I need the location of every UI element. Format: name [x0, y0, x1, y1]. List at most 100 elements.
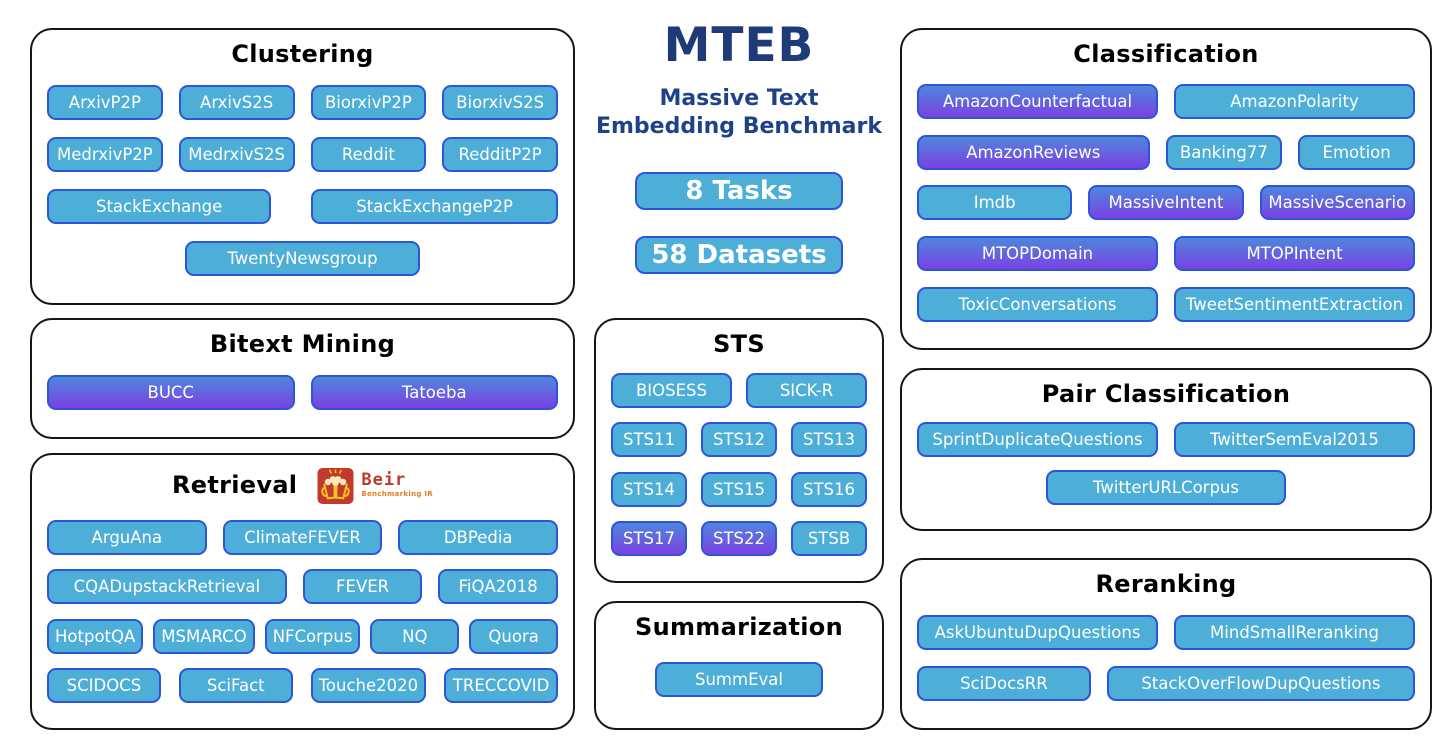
dataset-pill-treccovid: TRECCOVID	[444, 668, 558, 704]
dataset-pill-fiqa2018: FiQA2018	[438, 569, 558, 605]
dataset-pill-sts13: STS13	[791, 422, 867, 458]
pill-row: ArguAna ClimateFEVER DBPedia	[47, 519, 559, 555]
summarization-pills: SummEval	[611, 641, 867, 718]
pill-row: Imdb MassiveIntent MassiveScenario	[917, 185, 1415, 221]
dataset-pill-sts22: STS22	[701, 521, 777, 557]
dataset-pill-scifact: SciFact	[178, 668, 293, 704]
dataset-pill-scidocsrr: SciDocsRR	[917, 666, 1091, 702]
dataset-pill-touche2020: Touche2020	[310, 668, 427, 704]
sts-title: STS	[713, 330, 765, 358]
dataset-pill-biorxivp2p: BiorxivP2P	[310, 85, 427, 120]
dataset-pill-mindsmallreranking: MindSmallReranking	[1174, 614, 1415, 650]
pill-row: BIOSESS SICK-R	[611, 372, 867, 408]
dataset-pill-imdb: Imdb	[917, 185, 1073, 221]
datasets-count-badge: 58 Datasets	[635, 236, 843, 274]
diagram-header: MTEB Massive Text Embedding Benchmark 8 …	[594, 20, 884, 305]
dataset-pill-sts15: STS15	[701, 471, 777, 507]
dataset-pill-arxivs2s: ArxivS2S	[178, 85, 295, 120]
pill-row: CQADupstackRetrieval FEVER FiQA2018	[47, 569, 558, 605]
dataset-pill-sick-r: SICK-R	[746, 372, 867, 408]
dataset-pill-stackoverflowdupquestions: StackOverFlowDupQuestions	[1106, 666, 1415, 702]
dataset-pill-stackexchangep2p: StackExchangeP2P	[311, 189, 558, 224]
dataset-pill-cqadupstackretrieval: CQADupstackRetrieval	[47, 569, 287, 605]
dataset-pill-twitterurlcorpus: TwitterURLCorpus	[1046, 470, 1286, 506]
dataset-pill-arguana: ArguAna	[47, 519, 207, 555]
task-box-reranking: Reranking AskUbuntuDupQuestions MindSmall…	[900, 558, 1432, 730]
dataset-pill-climatefever: ClimateFEVER	[222, 519, 383, 555]
task-box-retrieval: Retrieval	[30, 453, 575, 730]
pill-row: SprintDuplicateQuestions TwitterSemEval20…	[917, 421, 1415, 457]
mteb-subtitle-line2: Embedding Benchmark	[595, 114, 883, 139]
dataset-pill-biorxivs2s: BiorxivS2S	[442, 85, 558, 120]
dataset-pill-massivescenario: MassiveScenario	[1259, 185, 1415, 221]
mteb-title: MTEB	[663, 18, 815, 73]
dataset-pill-tweetsentimentextraction: TweetSentimentExtraction	[1174, 287, 1415, 323]
dataset-pill-mtopintent: MTOPIntent	[1174, 236, 1415, 272]
mteb-subtitle: Massive Text Embedding Benchmark	[596, 85, 882, 141]
dataset-pill-mtopdomain: MTOPDomain	[917, 236, 1158, 272]
dataset-pill-twentynewsgroup: TwentyNewsgroup	[184, 241, 421, 276]
dataset-pill-amazonreviews: AmazonReviews	[917, 134, 1150, 170]
dataset-pill-twittersemeval2015: TwitterSemEval2015	[1174, 421, 1415, 457]
beir-logo-name: Beir	[361, 470, 407, 490]
classification-title: Classification	[1073, 40, 1259, 68]
dataset-pill-quora: Quora	[469, 618, 559, 654]
dataset-pill-askubuntudupquestions: AskUbuntuDupQuestions	[917, 614, 1158, 650]
dataset-pill-sprintduplicatequestions: SprintDuplicateQuestions	[917, 421, 1158, 457]
pill-row: AskUbuntuDupQuestions MindSmallReranking	[917, 614, 1415, 650]
dataset-pill-stsb: STSB	[791, 521, 867, 557]
task-box-pair-classification: Pair Classification SprintDuplicateQuest…	[900, 368, 1432, 531]
dataset-pill-dbpedia: DBPedia	[398, 519, 559, 555]
pill-row: SummEval	[611, 662, 867, 697]
dataset-pill-redditp2p: RedditP2P	[442, 137, 558, 172]
reranking-title: Reranking	[1095, 570, 1237, 598]
dataset-pill-tatoeba: Tatoeba	[310, 375, 558, 410]
dataset-pill-nq: NQ	[370, 618, 460, 654]
dataset-pill-medrxivp2p: MedrxivP2P	[47, 137, 163, 172]
dataset-pill-sts11: STS11	[611, 422, 687, 458]
pair-classification-title: Pair Classification	[1041, 380, 1291, 408]
summarization-title: Summarization	[635, 613, 843, 641]
task-box-summarization: Summarization SummEval	[594, 601, 884, 730]
beir-logo: Beir Benchmarking IR	[317, 465, 433, 505]
mteb-subtitle-line1: Massive Text	[659, 86, 819, 111]
dataset-pill-reddit: Reddit	[310, 137, 427, 172]
pill-row: StackExchange StackExchangeP2P	[47, 189, 558, 224]
dataset-pill-massiveintent: MassiveIntent	[1088, 185, 1244, 221]
dataset-pill-sts16: STS16	[791, 471, 867, 507]
pill-row: TwentyNewsgroup	[47, 241, 558, 276]
dataset-pill-toxicconversations: ToxicConversations	[917, 287, 1158, 323]
dataset-pill-stackexchange: StackExchange	[47, 189, 272, 224]
dataset-pill-amazoncounterfactual: AmazonCounterfactual	[917, 83, 1158, 119]
dataset-pill-emotion: Emotion	[1298, 134, 1415, 170]
pill-row: MTOPDomain MTOPIntent	[917, 236, 1415, 272]
pill-row: ToxicConversations TweetSentimentExtracti…	[917, 287, 1415, 323]
pair-classification-pills: SprintDuplicateQuestions TwitterSemEval20…	[917, 408, 1415, 519]
pill-row: SciDocsRR StackOverFlowDupQuestions	[917, 666, 1415, 702]
dataset-pill-fever: FEVER	[302, 569, 423, 605]
beer-mugs-icon	[317, 468, 354, 504]
dataset-pill-nfcorpus: NFCorpus	[264, 618, 361, 654]
dataset-pill-summeval: SummEval	[654, 662, 824, 697]
clustering-title: Clustering	[231, 40, 374, 68]
dataset-pill-biosess: BIOSESS	[611, 372, 732, 408]
dataset-pill-msmarco: MSMARCO	[153, 618, 255, 654]
retrieval-title: Retrieval	[172, 471, 298, 499]
